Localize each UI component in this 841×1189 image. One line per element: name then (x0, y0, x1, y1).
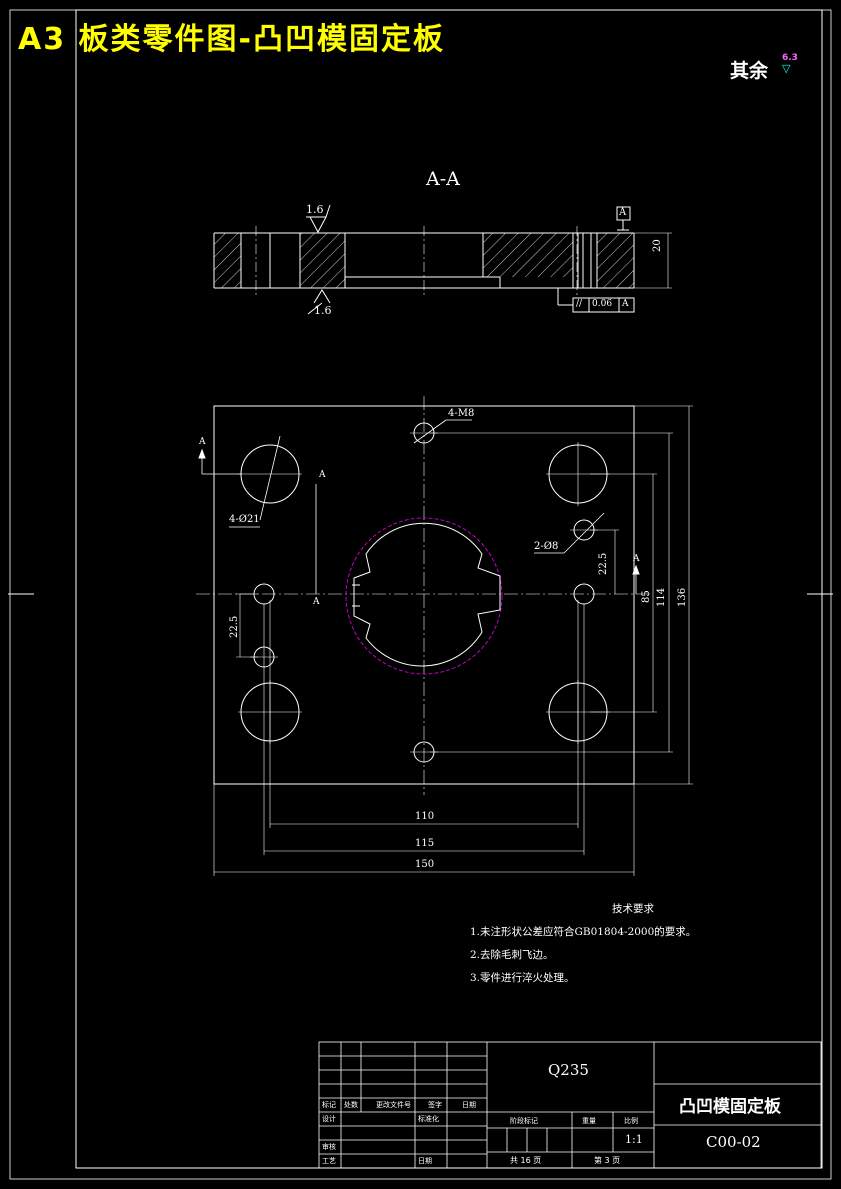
sheet-header-title: A3 板类零件图-凸凹模固定板 (18, 22, 445, 57)
dim-22-5-left: 22.5 (229, 615, 240, 638)
section-label: A-A (426, 168, 460, 190)
dim-150: 150 (415, 859, 435, 870)
total-sheets: 共 16 页 (510, 1156, 542, 1165)
header-change-doc: 更改文件号 (376, 1101, 411, 1109)
callout-d8: 2-Ø8 (534, 541, 559, 552)
roughness-top-value: 1.6 (306, 203, 324, 216)
check-label: 审核 (322, 1143, 336, 1151)
cut-mark-top-left: A (199, 437, 206, 447)
dim-110: 110 (415, 811, 435, 822)
roughness-rest-label: 其余 (730, 60, 769, 82)
roughness-bottom-value: 1.6 (314, 304, 332, 317)
tolerance-value: 0.06 (592, 299, 613, 309)
roughness-rest-value: 6.3 (782, 53, 798, 63)
title-block (318, 1041, 822, 1169)
callout-m8: 4-M8 (448, 408, 475, 419)
dim-22-5-right: 22.5 (598, 552, 609, 575)
standard-label: 标准化 (418, 1115, 439, 1123)
part-name: 凸凹模固定板 (679, 1097, 781, 1117)
cut-mark-right: A (633, 554, 640, 564)
tech-requirement-1: 1.未注形状公差应符合GB01804-2000的要求。 (470, 926, 697, 938)
roughness-triangle-icon: ▽ (782, 62, 791, 75)
tech-requirements-title: 技术要求 (612, 903, 654, 915)
tolerance-symbol: // (576, 299, 583, 309)
dim-115: 115 (415, 838, 435, 849)
tech-requirement-2: 2.去除毛刺飞边。 (470, 949, 554, 961)
scale-value: 1:1 (625, 1133, 643, 1146)
dim-136: 136 (677, 587, 688, 607)
header-mark: 标记 (322, 1101, 336, 1109)
sheet-border (8, 9, 833, 1180)
tolerance-datum: A (622, 299, 629, 309)
design-label: 设计 (322, 1115, 336, 1123)
stage-mark-label: 阶段标记 (510, 1117, 538, 1125)
plan-view (196, 396, 693, 876)
datum-label: A (619, 207, 627, 218)
callout-d21: 4-Ø21 (229, 514, 260, 525)
scale-label: 比例 (624, 1117, 638, 1125)
thickness-dimension: 20 (652, 239, 663, 252)
header-date: 日期 (462, 1101, 476, 1109)
cut-mark-bottom: A (313, 597, 320, 607)
section-view (213, 204, 672, 315)
cut-mark-mid: A (319, 470, 326, 480)
dim-114: 114 (656, 587, 667, 607)
header-sign: 签字 (428, 1101, 442, 1109)
material-label: Q235 (548, 1061, 589, 1079)
process-label: 工艺 (322, 1157, 336, 1165)
general-roughness-note: 其余 6.3 ▽ (730, 53, 798, 83)
header-count: 处数 (344, 1101, 358, 1109)
date-label: 日期 (418, 1157, 432, 1165)
tech-requirement-3: 3.零件进行淬火处理。 (470, 972, 575, 984)
sheet-number: 第 3 页 (594, 1156, 621, 1165)
dim-85: 85 (641, 590, 652, 603)
drawing-number: C00-02 (706, 1133, 761, 1151)
weight-label: 重量 (582, 1117, 596, 1125)
